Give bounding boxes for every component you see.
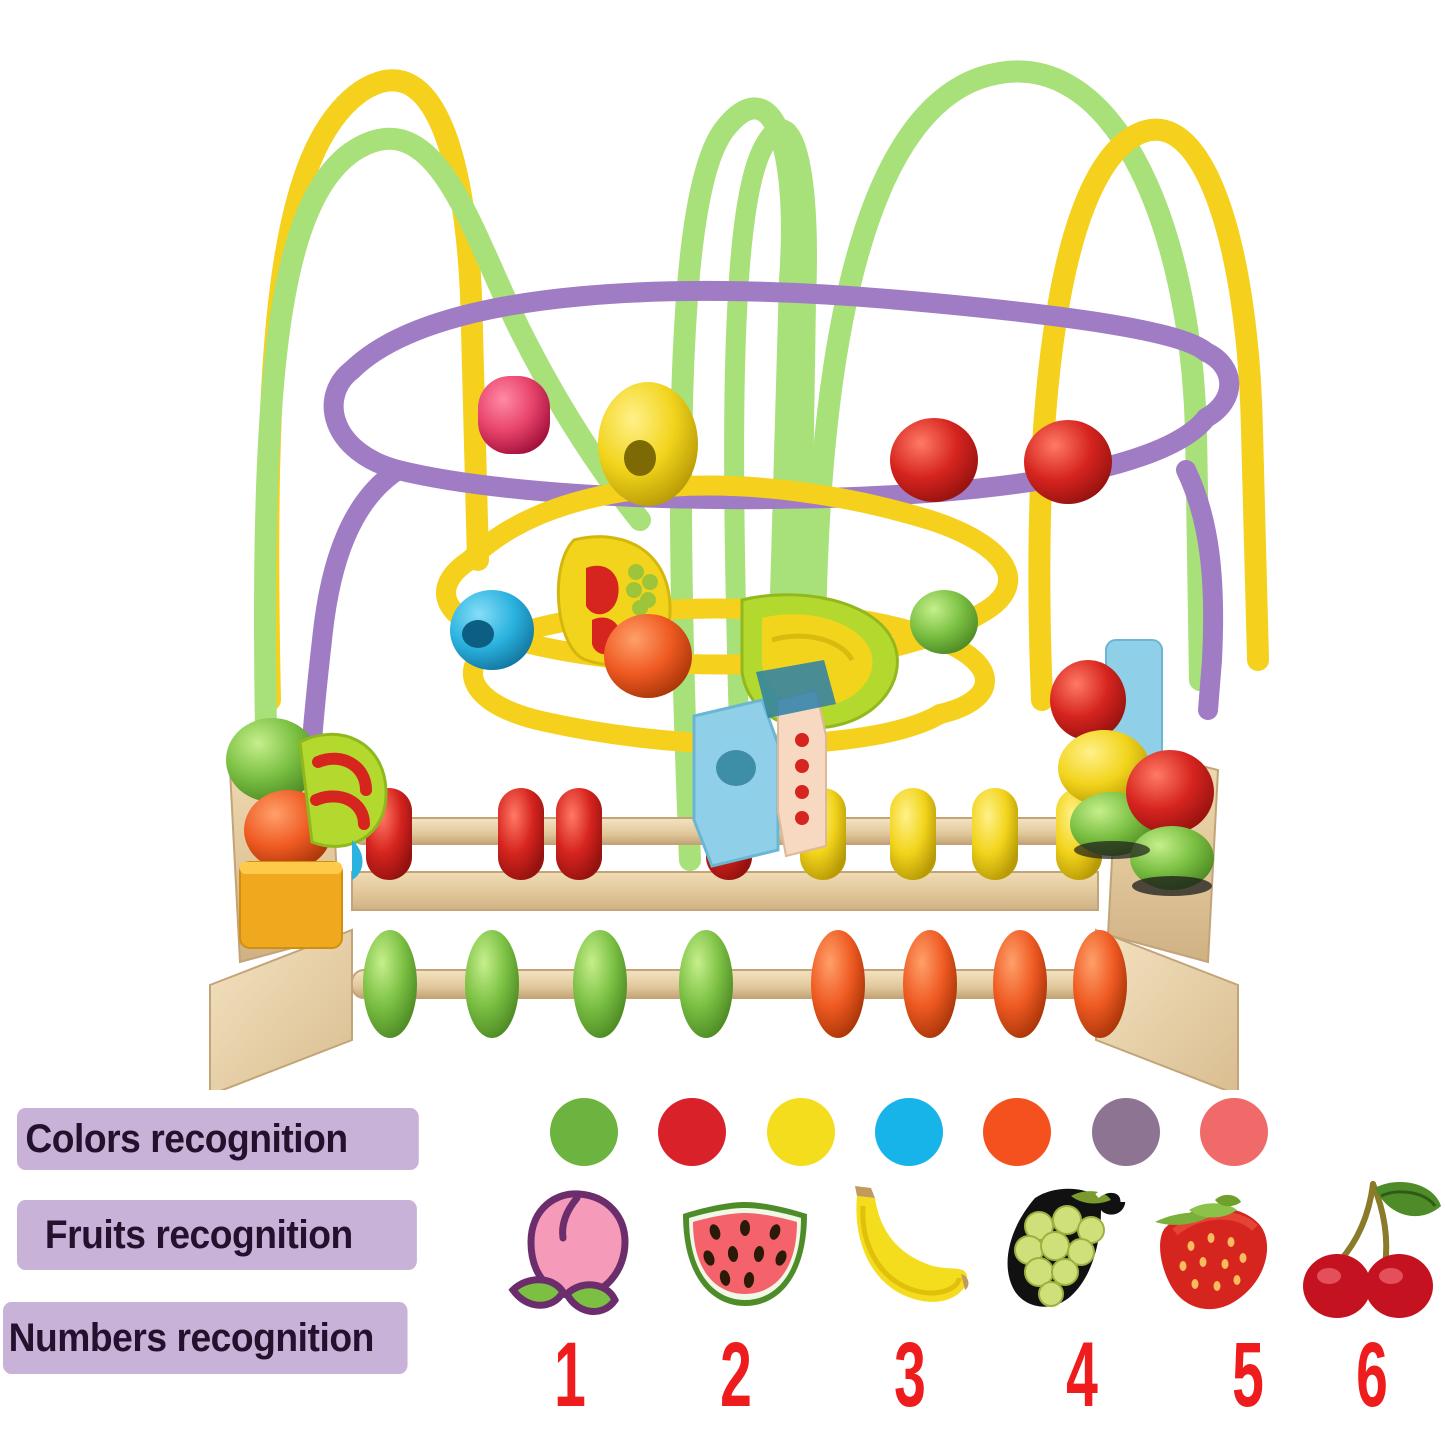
orange-round-bead — [604, 614, 692, 698]
watermelon-icon — [675, 1180, 815, 1330]
peach-icon — [505, 1180, 645, 1330]
color-swatch-green — [550, 1098, 618, 1166]
number-3: 3 — [894, 1324, 926, 1426]
base-block-left — [209, 928, 353, 1090]
cherries-icon — [1295, 1180, 1445, 1330]
banana-icon — [835, 1180, 975, 1330]
badge-numbers-label: Numbers recognition — [8, 1315, 375, 1360]
number-row: 1 2 3 4 5 6 — [505, 1325, 1445, 1435]
color-swatch-cyan — [875, 1098, 943, 1166]
yellow-wire-low-bottom — [462, 630, 950, 755]
purple-wire-right-drop — [1176, 460, 1224, 720]
grapes-icon — [993, 1180, 1133, 1330]
green-wire-center-left — [669, 97, 803, 871]
blue-cube-bead — [692, 698, 780, 868]
badge-numbers-recognition: Numbers recognition — [3, 1302, 408, 1374]
number-1: 1 — [554, 1324, 586, 1426]
green-small-bead — [910, 590, 978, 654]
pink-barrel-bead — [478, 376, 550, 454]
red-bead-left — [890, 418, 978, 502]
number-6: 6 — [1356, 1324, 1388, 1426]
left-bead-stack — [226, 718, 388, 949]
green-wire-left — [254, 127, 651, 841]
color-swatch-row — [520, 1098, 1445, 1178]
strawberry-icon — [1145, 1180, 1285, 1330]
right-bead-stack — [1050, 639, 1214, 896]
color-swatch-pink — [1200, 1098, 1268, 1166]
badge-colors-recognition: Colors recognition — [17, 1108, 419, 1170]
green-wire-center-right — [724, 119, 817, 830]
mid-fruit-beads — [450, 535, 978, 868]
mid-plank — [351, 871, 1099, 911]
purple-wire-right-cap — [1196, 342, 1240, 428]
red-bead-right — [1024, 420, 1112, 504]
color-swatch-purple — [1092, 1098, 1160, 1166]
purple-wire-top — [342, 280, 1216, 380]
front-rail-beads — [363, 930, 1127, 1038]
upper-beads — [478, 376, 1112, 506]
fruit-icon-row — [505, 1180, 1445, 1330]
badge-colors-label: Colors recognition — [25, 1116, 348, 1161]
color-swatch-red — [658, 1098, 726, 1166]
badge-fruits-recognition: Fruits recognition — [17, 1200, 417, 1270]
color-swatch-orange — [983, 1098, 1051, 1166]
color-swatch-yellow — [767, 1098, 835, 1166]
badge-fruits-label: Fruits recognition — [44, 1212, 353, 1257]
number-4: 4 — [1066, 1324, 1098, 1426]
yellow-wire-mid-top — [460, 475, 1019, 624]
product-photo — [209, 60, 1269, 1090]
number-5: 5 — [1232, 1324, 1264, 1426]
green-wire-right — [804, 60, 1211, 691]
feature-panel: Colors recognition Fruits recognition Nu… — [0, 1090, 1445, 1445]
number-2: 2 — [720, 1324, 752, 1426]
bead-maze-toy-illustration — [209, 60, 1269, 1090]
